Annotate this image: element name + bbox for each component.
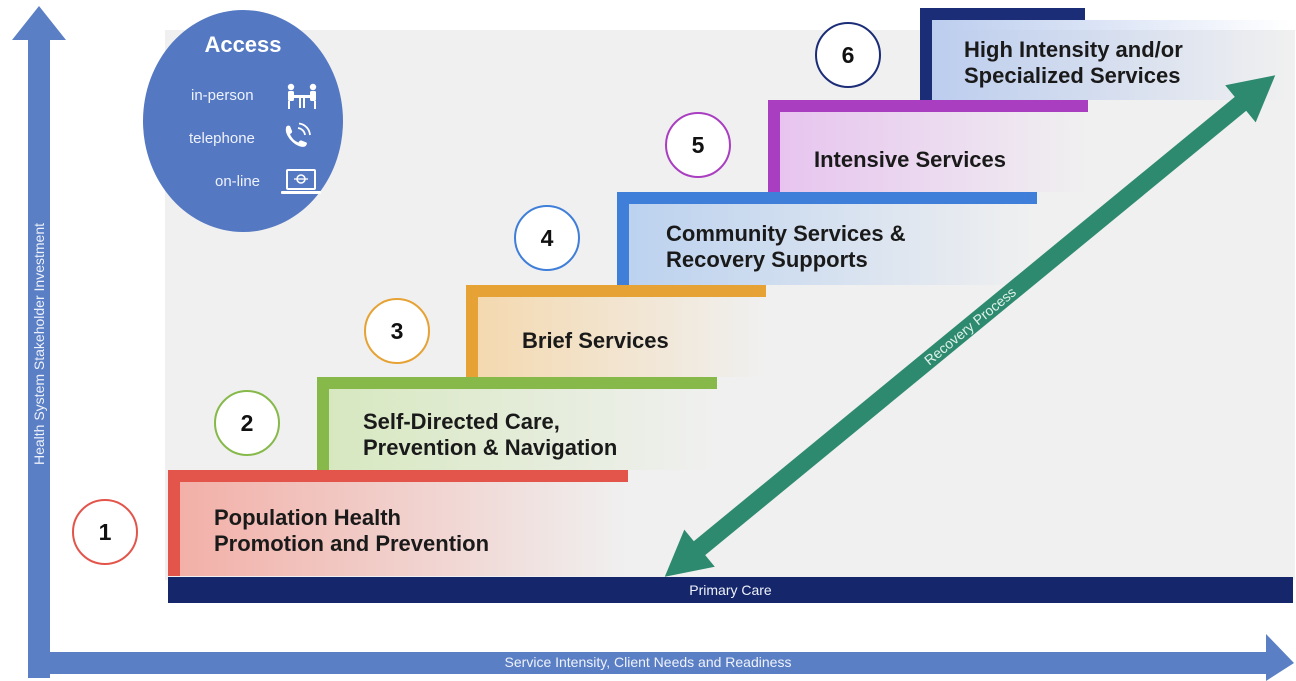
step-5 <box>768 100 1088 192</box>
step-2-number: 2 <box>214 390 280 456</box>
primary-care-label: Primary Care <box>689 582 772 598</box>
step-5-number: 5 <box>665 112 731 178</box>
step-4-number: 4 <box>514 205 580 271</box>
access-circle: Access in-person telephone on-line <box>143 10 343 232</box>
people-at-table-icon <box>287 83 317 109</box>
step-1 <box>168 470 628 576</box>
access-on-line-label: on-line <box>215 173 261 190</box>
step-4 <box>617 192 1037 285</box>
step-2 <box>317 377 717 470</box>
step-3 <box>466 285 766 377</box>
access-telephone-label: telephone <box>189 130 255 147</box>
laptop-icon <box>281 169 321 194</box>
step-5-label: Intensive Services <box>814 147 1007 172</box>
step-3-number: 3 <box>364 298 430 364</box>
step-1-number: 1 <box>72 499 138 565</box>
step-2-label: Self-Directed Care,Prevention & Navigati… <box>363 409 618 460</box>
phone-ringing-icon <box>285 122 311 147</box>
step-4-label: Community Services &Recovery Supports <box>666 221 906 272</box>
y-axis-arrow <box>12 6 66 678</box>
x-axis-label: Service Intensity, Client Needs and Read… <box>504 654 792 670</box>
access-title: Access <box>204 32 282 57</box>
primary-care-bar: Primary Care <box>168 577 1293 603</box>
x-axis-arrow <box>28 634 1294 681</box>
access-in-person-label: in-person <box>191 87 254 104</box>
step-3-label: Brief Services <box>522 328 669 353</box>
step-6-number: 6 <box>815 22 881 88</box>
